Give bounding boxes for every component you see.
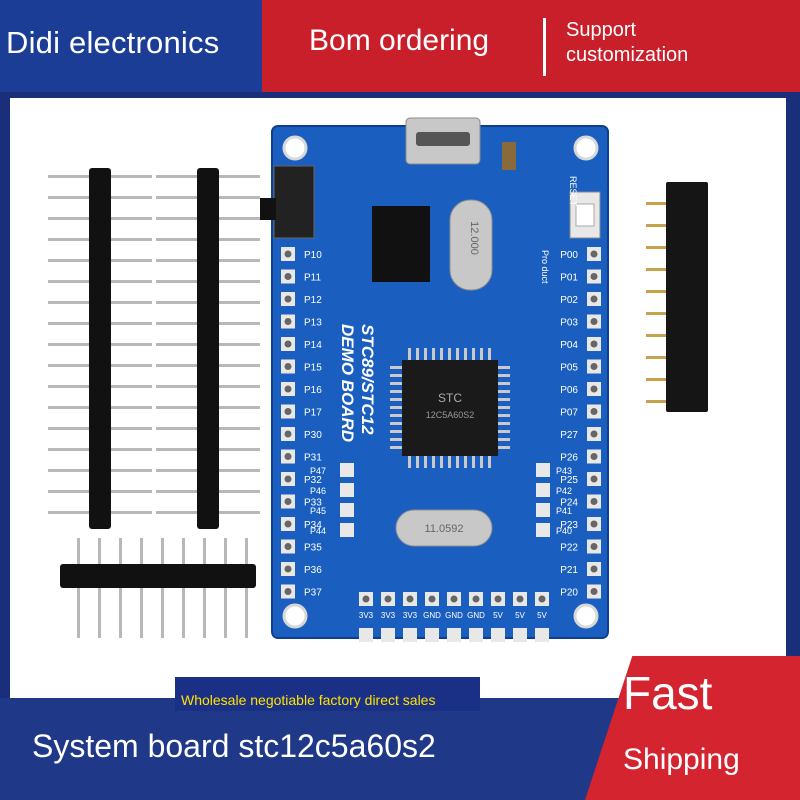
pin-label: P31 — [304, 453, 322, 464]
crystal-bottom — [395, 509, 493, 547]
pin-label: P37 — [304, 588, 322, 599]
board-illustration: 12.000 RESET Pro duct STC 12C5A60S2 11.05… — [48, 117, 708, 642]
pin-label: P36 — [304, 565, 322, 576]
right-pin-column: P00P01P02P03P04P05P06P07P27P26P25P24P23P… — [560, 247, 601, 599]
pin-label: P13 — [304, 318, 322, 329]
pin-label: P22 — [560, 543, 578, 554]
pin-label: P05 — [560, 363, 578, 374]
reset-button — [569, 191, 601, 239]
pin-label: GND — [445, 611, 463, 620]
pin-label: P42 — [556, 486, 572, 496]
pin-label: P23 — [560, 520, 578, 531]
pin-label: P07 — [560, 408, 578, 419]
power-switch — [273, 165, 315, 239]
support-customization-label: Support customization — [566, 18, 716, 68]
pin-label: P03 — [560, 318, 578, 329]
promo-banner — [262, 0, 800, 92]
pin-label: P24 — [560, 498, 578, 509]
pin-label: P16 — [304, 385, 322, 396]
pin-label: GND — [467, 611, 485, 620]
pin-label: GND — [423, 611, 441, 620]
pin-label: P01 — [560, 273, 578, 284]
female-header-right — [646, 182, 708, 412]
bottom-pin-row: 3V3 3V3 3V3 GND GND GND 5V 5V 5V — [359, 592, 549, 642]
brand-banner — [0, 0, 262, 92]
pin-label: 3V3 — [359, 611, 374, 620]
pin-header-left-1 — [48, 168, 152, 529]
pin-label: P02 — [560, 295, 578, 306]
pin-label: P17 — [304, 408, 322, 419]
pin-label: P21 — [560, 565, 578, 576]
pin-label: P25 — [560, 475, 578, 486]
serial-ic — [372, 206, 430, 282]
wholesale-tag: Wholesale negotiable factory direct sale… — [175, 677, 480, 711]
left-pin-column: P10P11P12P13P14P15P16P17P30P31P32P33P34P… — [281, 247, 322, 599]
pin-label: 5V — [515, 611, 525, 620]
main-chip: STC 12C5A60S2 — [390, 348, 510, 468]
board-title-2: DEMO BOARD — [338, 324, 357, 442]
chip-model: 12C5A60S2 — [426, 410, 475, 420]
pcb-board: 12.000 RESET Pro duct STC 12C5A60S2 11.05… — [260, 117, 609, 642]
bom-ordering-label: Bom ordering — [309, 24, 490, 57]
mount-hole — [573, 603, 599, 629]
pin-label: P40 — [556, 526, 572, 536]
fast-label: Fast — [623, 667, 713, 719]
pin-label: P06 — [560, 385, 578, 396]
pin-label: P30 — [304, 430, 322, 441]
mount-hole — [282, 135, 308, 161]
board-title-1: STC89/STC12 — [358, 324, 377, 435]
pin-label: 3V3 — [381, 611, 396, 620]
pin-label: P11 — [304, 273, 321, 284]
pin-label: P27 — [560, 430, 578, 441]
pin-label: P14 — [304, 340, 322, 351]
pin-label: P47 — [310, 466, 326, 476]
crystal-top-label: 12.000 — [468, 221, 480, 255]
pin-label: P44 — [310, 526, 326, 536]
product-photo: 12.000 RESET Pro duct STC 12C5A60S2 11.05… — [10, 98, 786, 698]
pin-header-left-2 — [156, 168, 260, 529]
support-text: Support customization — [566, 19, 689, 66]
pin-label: P43 — [556, 466, 572, 476]
reset-label: RESET — [568, 176, 578, 207]
pin-label: P12 — [304, 295, 322, 306]
footer-banner — [0, 698, 620, 800]
pin-label: P15 — [304, 363, 322, 374]
product-title: System board stc12c5a60s2 — [32, 728, 436, 764]
crystal-top — [449, 199, 493, 291]
pin-label: P35 — [304, 543, 322, 554]
shipping-label: Shipping — [623, 743, 740, 776]
banner-divider — [543, 18, 546, 76]
pin-label: P45 — [310, 506, 326, 516]
pin-label: P34 — [304, 520, 322, 531]
chip-brand: STC — [438, 391, 462, 405]
crystal-bottom-label: 11.0592 — [425, 523, 464, 535]
pin-label: P46 — [310, 486, 326, 496]
brand-name[interactable]: Didi electronics — [6, 25, 220, 60]
pin-label: P32 — [304, 475, 322, 486]
pin-label: P41 — [556, 506, 572, 516]
pin-label: P20 — [560, 588, 578, 599]
pro-label: Pro duct — [540, 250, 550, 284]
mount-hole — [282, 603, 308, 629]
pin-label: P26 — [560, 453, 578, 464]
capacitor — [502, 142, 516, 170]
pin-label: P00 — [560, 250, 578, 261]
pin-label: P04 — [560, 340, 578, 351]
pin-label: 5V — [493, 611, 503, 620]
pin-label: P10 — [304, 250, 322, 261]
pin-label: 5V — [537, 611, 547, 620]
wholesale-text: Wholesale negotiable factory direct sale… — [181, 692, 436, 708]
pin-label: 3V3 — [403, 611, 418, 620]
pin-label: P33 — [304, 498, 322, 509]
mount-hole — [573, 135, 599, 161]
pin-header-horizontal — [60, 538, 256, 638]
